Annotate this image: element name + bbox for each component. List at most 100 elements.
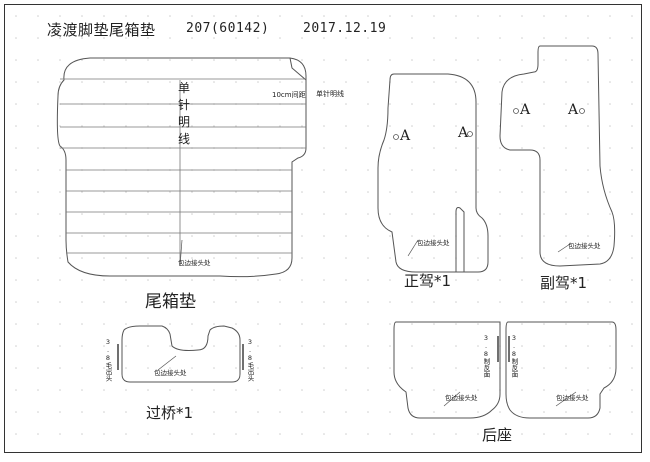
grid-dot (411, 279, 413, 281)
grid-dot (15, 367, 17, 369)
grid-dot (543, 213, 545, 215)
grid-dot (565, 235, 567, 237)
grid-dot (37, 213, 39, 215)
grid-dot (609, 191, 611, 193)
grid-dot (323, 213, 325, 215)
grid-dot (345, 257, 347, 259)
grid-dot (521, 433, 523, 435)
grid-dot (147, 323, 149, 325)
grid-dot (609, 37, 611, 39)
grid-dot (15, 125, 17, 127)
grid-dot (587, 59, 589, 61)
grid-dot (345, 279, 347, 281)
grid-dot (499, 169, 501, 171)
grid-dot (411, 169, 413, 171)
grid-dot (37, 367, 39, 369)
grid-dot (235, 235, 237, 237)
grid-dot (631, 323, 633, 325)
grid-dot (587, 191, 589, 193)
grid-dot (499, 103, 501, 105)
grid-dot (367, 169, 369, 171)
grid-dot (103, 37, 105, 39)
grid-dot (499, 213, 501, 215)
grid-dot (543, 169, 545, 171)
grid-dot (235, 213, 237, 215)
grid-dot (411, 59, 413, 61)
trunk-stitch-note: 单针明线 (316, 90, 344, 98)
grid-dot (477, 125, 479, 127)
grid-dot (543, 235, 545, 237)
grid-dot (631, 411, 633, 413)
grid-dot (213, 345, 215, 347)
grid-dot (609, 279, 611, 281)
grid-dot (301, 191, 303, 193)
grid-dot (345, 81, 347, 83)
grid-dot (257, 59, 259, 61)
grid-dot (367, 433, 369, 435)
grid-dot (433, 169, 435, 171)
grid-dot (147, 125, 149, 127)
grid-dot (587, 169, 589, 171)
grid-dot (477, 279, 479, 281)
grid-dot (103, 235, 105, 237)
grid-dot (59, 125, 61, 127)
grid-dot (411, 433, 413, 435)
grid-dot (455, 191, 457, 193)
grid-dot (587, 389, 589, 391)
grid-dot (279, 15, 281, 17)
grid-dot (609, 323, 611, 325)
grid-dot (257, 81, 259, 83)
grid-dot (147, 411, 149, 413)
grid-dot (169, 81, 171, 83)
grid-dot (367, 411, 369, 413)
grid-dot (345, 15, 347, 17)
grid-dot (37, 103, 39, 105)
grid-dot (147, 191, 149, 193)
grid-dot (59, 15, 61, 17)
grid-dot (37, 235, 39, 237)
grid-dot (213, 213, 215, 215)
grid-dot (147, 81, 149, 83)
grid-dot (301, 411, 303, 413)
grid-dot (367, 213, 369, 215)
bridge-outline (121, 325, 241, 383)
grid-dot (235, 323, 237, 325)
grid-dot (631, 213, 633, 215)
grid-dot (389, 301, 391, 303)
grid-dot (389, 191, 391, 193)
grid-dot (367, 147, 369, 149)
grid-dot (257, 125, 259, 127)
grid-dot (565, 411, 567, 413)
grid-dot (631, 103, 633, 105)
grid-dot (257, 323, 259, 325)
grid-dot (279, 433, 281, 435)
grid-dot (565, 15, 567, 17)
grid-dot (235, 191, 237, 193)
grid-dot (543, 323, 545, 325)
grid-dot (15, 433, 17, 435)
grid-dot (455, 15, 457, 17)
grid-dot (257, 257, 259, 259)
grid-dot (345, 301, 347, 303)
grid-dot (367, 191, 369, 193)
grid-dot (367, 37, 369, 39)
grid-dot (59, 279, 61, 281)
grid-dot (257, 389, 259, 391)
grid-dot (37, 345, 39, 347)
grid-dot (279, 301, 281, 303)
grid-dot (301, 235, 303, 237)
grid-dot (587, 279, 589, 281)
grid-dot (37, 411, 39, 413)
grid-dot (103, 301, 105, 303)
grid-dot (213, 257, 215, 259)
grid-dot (631, 81, 633, 83)
grid-dot (587, 103, 589, 105)
grid-dot (147, 279, 149, 281)
grid-dot (15, 257, 17, 259)
grid-dot (587, 433, 589, 435)
grid-dot (125, 433, 127, 435)
grid-dot (191, 59, 193, 61)
grid-dot (609, 367, 611, 369)
grid-dot (565, 169, 567, 171)
grid-dot (323, 367, 325, 369)
